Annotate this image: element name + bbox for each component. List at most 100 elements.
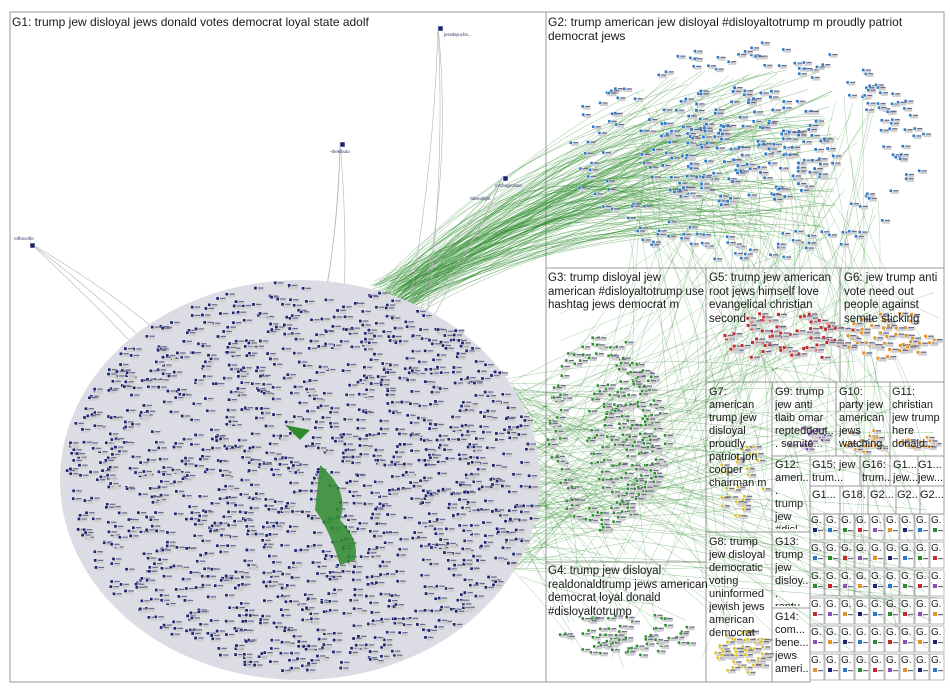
node-g1	[388, 363, 393, 367]
node-g1	[244, 338, 249, 343]
node-label-shadow	[458, 439, 467, 443]
node-g1	[358, 521, 362, 526]
node-g1	[198, 494, 202, 499]
node-g1	[284, 504, 289, 509]
node-g1	[232, 519, 237, 523]
node-g1	[451, 337, 456, 342]
node-label-shadow	[231, 488, 240, 492]
node-text-mark	[308, 445, 315, 447]
node-label-shadow	[174, 372, 183, 376]
tiny-group-box	[929, 541, 945, 569]
node-g1	[423, 584, 427, 589]
node-text-mark	[220, 335, 226, 338]
node-label-shadow	[424, 498, 434, 502]
node-g1	[289, 666, 294, 670]
node-label-shadow	[205, 512, 214, 516]
node-text-mark	[76, 459, 82, 461]
node-text-mark	[75, 498, 82, 500]
node-text-mark	[283, 435, 289, 437]
edge	[484, 462, 920, 555]
node-label-shadow	[268, 332, 277, 335]
node-g1	[309, 489, 314, 493]
tiny-group-box	[884, 569, 900, 597]
node-text-mark	[184, 415, 191, 417]
node-label-shadow	[174, 482, 183, 486]
node-g1	[390, 649, 395, 653]
node-g1	[514, 528, 519, 532]
node-label-shadow	[351, 648, 360, 652]
node-g1	[142, 403, 146, 408]
node-g1	[350, 345, 354, 349]
node-g1	[111, 557, 116, 561]
node-g1	[75, 451, 79, 456]
node-g1	[254, 406, 259, 411]
node-g1	[119, 351, 123, 356]
node-label-shadow	[282, 304, 291, 308]
node-label-shadow	[440, 548, 449, 551]
node-label-shadow	[418, 537, 427, 541]
node-text-mark	[315, 561, 322, 564]
node-label-shadow	[325, 558, 334, 562]
node-label-shadow	[110, 434, 119, 438]
node-label-shadow	[496, 481, 506, 485]
node-g1	[421, 557, 426, 562]
node-text-mark	[357, 565, 363, 568]
node-label-shadow	[343, 457, 353, 461]
node-g1	[395, 579, 400, 583]
node-label-shadow	[450, 427, 460, 431]
node-label-shadow	[360, 648, 369, 652]
node-label-shadow	[102, 470, 111, 474]
node-text-mark	[142, 608, 149, 610]
node-label-shadow	[277, 299, 286, 303]
node-label-shadow	[350, 481, 359, 485]
node-text-mark	[693, 167, 700, 169]
node-label-shadow	[107, 475, 116, 479]
node-text-mark	[461, 438, 467, 440]
node-label-shadow	[436, 586, 446, 590]
node-label-shadow	[260, 619, 269, 623]
node-label-shadow	[236, 607, 246, 611]
node-text-mark	[113, 388, 119, 390]
edge	[496, 342, 862, 574]
node-text-mark	[314, 319, 320, 321]
node-text-mark	[231, 524, 237, 526]
node-g1	[292, 303, 296, 308]
node-g1	[123, 420, 128, 424]
node-text-mark	[438, 626, 444, 628]
node-text-mark	[294, 315, 301, 317]
node-label-shadow	[478, 469, 487, 473]
node-g1	[273, 457, 278, 461]
node-g1	[452, 333, 457, 337]
node-g1	[396, 487, 401, 491]
node-label-shadow	[485, 501, 494, 505]
node-g1	[271, 433, 276, 438]
node-text-mark	[144, 577, 150, 579]
node-label-shadow	[133, 349, 142, 353]
node-text-mark	[368, 411, 375, 414]
node-text-mark	[220, 459, 227, 462]
node-text-mark	[397, 622, 403, 624]
node-text-mark	[194, 419, 200, 421]
node-g1	[307, 346, 311, 351]
node-label-shadow	[132, 424, 141, 428]
node-label-shadow	[108, 390, 118, 394]
node-label-shadow	[257, 367, 266, 371]
node-g1	[385, 314, 389, 319]
node-text-mark	[219, 528, 225, 530]
node-label-shadow	[141, 601, 151, 605]
node-label-shadow	[163, 474, 172, 478]
edge	[389, 99, 749, 308]
edge	[497, 386, 890, 640]
node-text-mark	[431, 513, 438, 515]
node-label-shadow	[641, 131, 650, 135]
node-label-shadow	[214, 531, 224, 535]
node-label-shadow	[379, 566, 389, 570]
node-label-shadow	[217, 298, 226, 302]
node-text-mark	[128, 590, 134, 592]
node-label-shadow	[193, 404, 202, 407]
node-text-mark	[470, 491, 476, 493]
node-label-shadow	[128, 377, 138, 381]
node-text-mark	[184, 356, 190, 358]
node-g1	[226, 523, 231, 528]
node-text-mark	[375, 555, 381, 557]
